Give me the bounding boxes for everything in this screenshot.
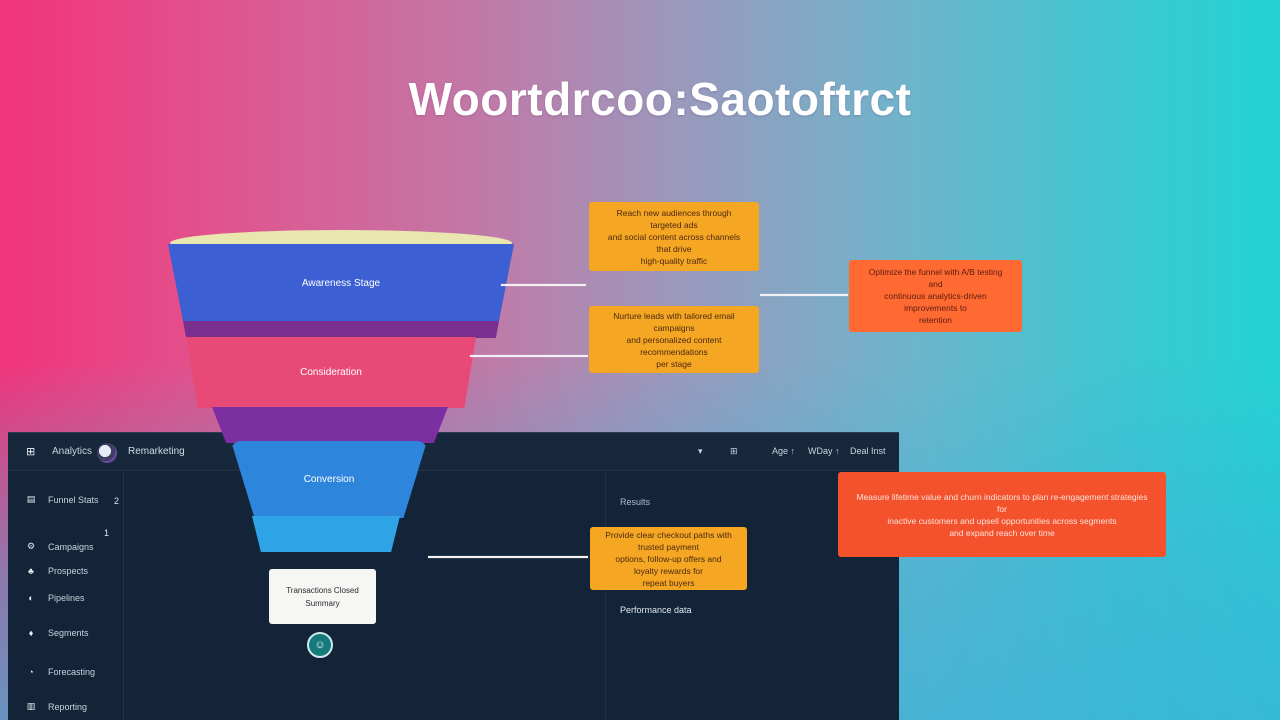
app-header: ⊞ Analytics Remarketing ▾ ⊞ Age ↑ WDay ↑… (8, 433, 899, 471)
users-icon: ♣ (28, 566, 34, 576)
panel-divider (605, 472, 606, 720)
dropdown-chevron-icon[interactable]: ▾ (698, 446, 703, 456)
connector-line (760, 294, 848, 296)
page-title: Woortdrcoo:Saotoftrct (408, 73, 912, 125)
sidebar-item-funnel-stats[interactable]: ▤ Funnel Stats (26, 494, 99, 505)
user-check-icon[interactable]: ☺ (307, 632, 333, 658)
sidebar-item-reporting[interactable]: ▥ Reporting (26, 701, 88, 712)
funnel-stage-conversion[interactable]: Conversion (231, 441, 427, 518)
file-icon: ▤ (26, 494, 36, 504)
view-toggle-icon[interactable]: ⊞ (730, 446, 738, 456)
connector-line (470, 355, 588, 357)
callout-card-awareness[interactable]: Reach new audiences through targeted ads… (589, 202, 759, 271)
tag-icon: ♦ (28, 628, 34, 638)
settings-icon: ⚙ (26, 541, 36, 551)
sort-day-button[interactable]: WDay ↑ (808, 446, 840, 456)
callout-card-retention[interactable]: Measure lifetime value and churn indicat… (838, 472, 1166, 557)
callout-card-conversion[interactable]: Provide clear checkout paths with truste… (590, 527, 747, 590)
circle-icon: ◐ (28, 593, 34, 603)
callout-card-optimize[interactable]: Optimize the funnel with A/B testing and… (849, 260, 1022, 332)
sidebar-item-prospects[interactable]: ♣ Prospects (26, 566, 88, 576)
app-name: Analytics (52, 446, 93, 457)
sort-age-button[interactable]: Age ↑ (772, 446, 796, 456)
funnel-band (212, 407, 448, 443)
sidebar-badge: 1 (104, 528, 110, 538)
connector-line (501, 284, 586, 286)
sidebar-item-campaigns[interactable]: ⚙ Campaigns (26, 541, 94, 552)
funnel-stage-bottom[interactable] (252, 516, 400, 552)
callout-card-consideration[interactable]: Nurture leads with tailored email campai… (589, 306, 759, 373)
grid-icon[interactable]: ⊞ (26, 446, 36, 458)
performance-label: Performance data (620, 605, 692, 615)
app-window: ⊞ Analytics Remarketing ▾ ⊞ Age ↑ WDay ↑… (8, 432, 899, 720)
deal-inst-button[interactable]: Deal Inst (850, 446, 886, 456)
funnel-band (183, 321, 499, 338)
sidebar-item-pipelines[interactable]: ◐ Pipelines (26, 593, 84, 603)
result-card[interactable]: Transactions Closed Summary (269, 569, 376, 624)
funnel-stage-awareness[interactable]: Awareness Stage (168, 244, 514, 322)
chart-icon: ◔ (28, 667, 34, 677)
results-label: Results (620, 497, 651, 507)
user-name[interactable]: Remarketing (128, 446, 185, 457)
sidebar-badge: 2 (114, 496, 120, 506)
avatar[interactable] (97, 443, 117, 463)
doc-icon: ▥ (26, 701, 36, 711)
sidebar-item-forecasting[interactable]: ◔ Forecasting (26, 667, 95, 677)
sidebar-item-segments[interactable]: ♦ Segments (26, 628, 89, 638)
connector-line (428, 556, 588, 558)
sidebar: ▤ Funnel Stats 2 1 ⚙ Campaigns ♣ Prospec… (8, 472, 124, 720)
funnel-stage-consideration[interactable]: Consideration (186, 337, 476, 408)
